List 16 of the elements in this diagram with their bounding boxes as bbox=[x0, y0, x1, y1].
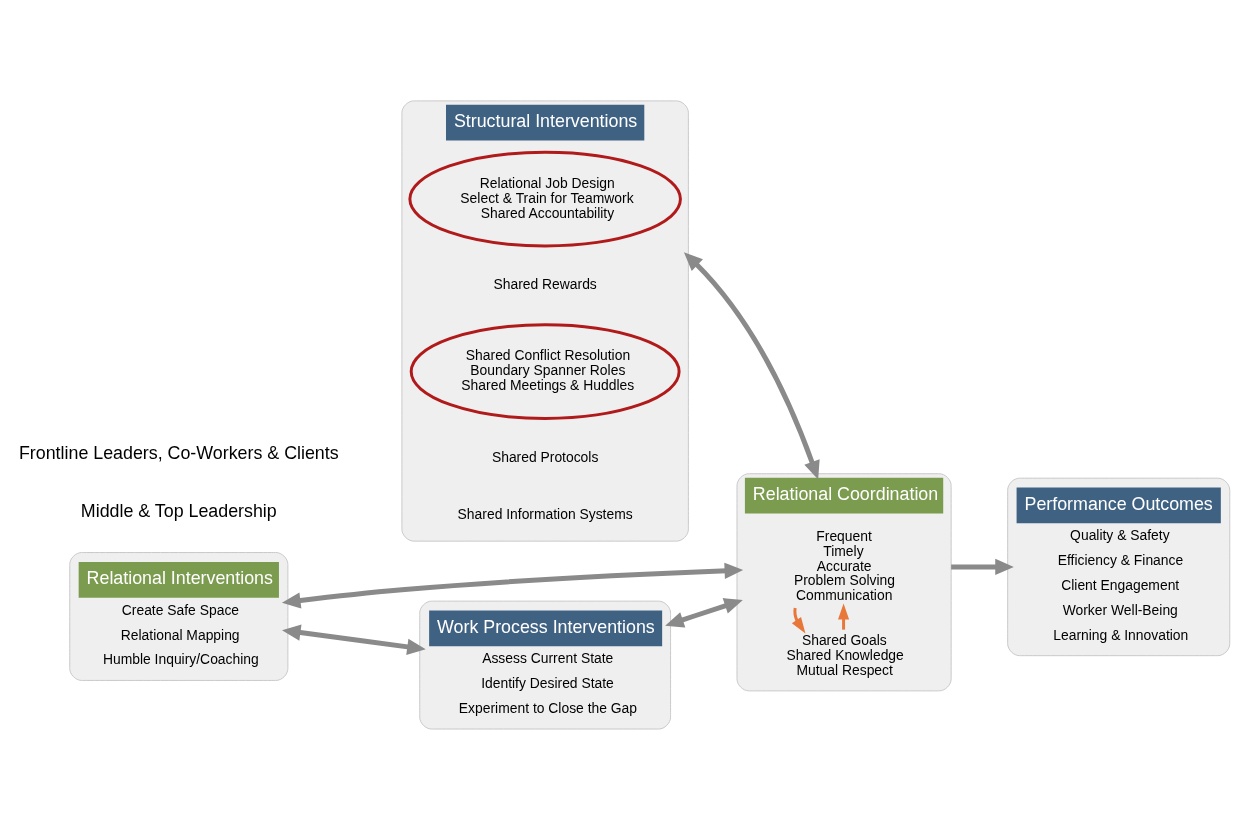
node-box: Relational Interventions Create Safe Space Relational Mapping Humble Inquiry/Coaching bbox=[69, 552, 289, 681]
node-ellipse: Relational Job Design Select & Train for Teamwork Shared Accountability bbox=[408, 150, 682, 248]
arrow bbox=[683, 252, 820, 480]
label: Middle & Top Leadership bbox=[80, 500, 277, 521]
node-text: Frequent Timely Accurate Problem Solving Communication bbox=[793, 527, 896, 604]
node-box: Performance Outcomes Quality & Safety Efficiency & Finance Client Engagement Worker Well-Being Learning & Innovation bbox=[1007, 477, 1231, 657]
arrow bbox=[791, 607, 806, 634]
arrow bbox=[281, 562, 744, 609]
node-ellipse: Shared Conflict Resolution Boundary Spanner Roles Shared Meetings & Huddles bbox=[409, 323, 681, 420]
node-text: Shared Goals Shared Knowledge Mutual Respect bbox=[786, 631, 904, 678]
arrow bbox=[665, 598, 743, 628]
arrow bbox=[838, 603, 850, 630]
label: Frontline Leaders, Co-Workers & Clients bbox=[18, 443, 339, 464]
arrow bbox=[282, 624, 426, 655]
arrow bbox=[951, 558, 1014, 576]
node-box: Work Process Interventions Assess Current State Identify Desired State Experiment to Close the Gap bbox=[419, 600, 672, 730]
